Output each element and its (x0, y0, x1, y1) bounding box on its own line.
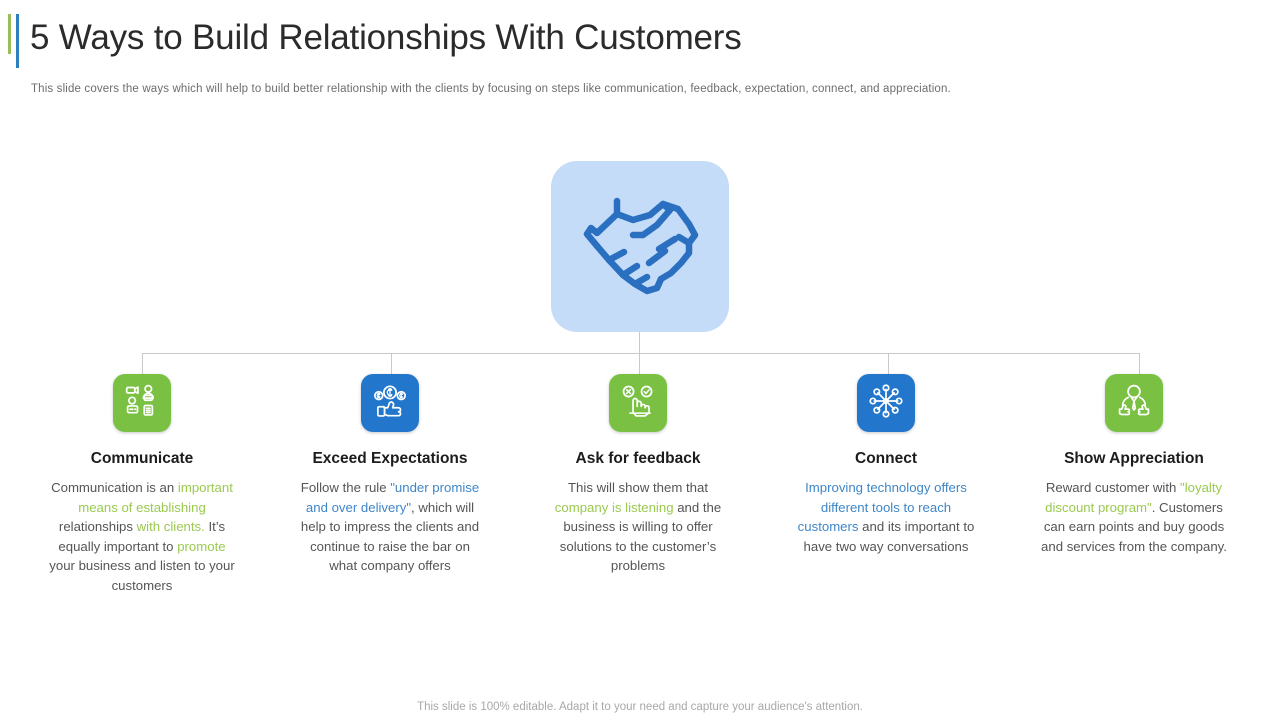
network-hub-icon (868, 383, 904, 424)
title-accent-bars (8, 14, 22, 68)
step-body-2: Follow the rule "under promise and over … (297, 478, 483, 576)
money-thumbsup-icon (372, 383, 408, 424)
step-icon-tile-5[interactable] (1105, 374, 1163, 432)
step-icon-tile-1[interactable] (113, 374, 171, 432)
text-segment: Follow the rule (300, 480, 391, 495)
text-segment: important means of establishing (78, 480, 233, 515)
step-body-4: Improving technology offers different to… (793, 478, 979, 556)
footer-note: This slide is 100% editable. Adapt it to… (417, 701, 863, 713)
step-column-ask-for-feedback: Ask for feedback This will show them tha… (514, 374, 762, 595)
text-segment: "loyalty discount program" (1045, 480, 1223, 515)
text-segment: . Customers can earn points and buy good… (1041, 499, 1227, 554)
person-thumbsup-icon (1116, 383, 1152, 424)
connector-drop-1 (142, 353, 143, 375)
text-segment: and the business is willing to offer sol… (559, 499, 722, 574)
connector-drop-2 (391, 353, 392, 375)
connector-bus (142, 353, 1140, 354)
step-icon-tile-4[interactable] (857, 374, 915, 432)
text-segment: It’s equally important to (58, 519, 226, 554)
connector-drop-3 (639, 353, 640, 375)
text-segment: Communication is an (51, 480, 178, 495)
step-heading-1: Communicate (90, 450, 194, 467)
feedback-hand-icon (620, 383, 656, 424)
communication-people-icon (124, 383, 160, 424)
step-body-1: Communication is an important means of e… (49, 478, 235, 595)
page-title: 5 Ways to Build Relationships With Custo… (30, 18, 742, 57)
step-column-communicate: Communicate Communication is an importan… (18, 374, 266, 595)
text-segment: and its important to have two way conver… (803, 519, 975, 554)
text-segment: Reward customer with (1045, 480, 1181, 495)
text-segment: with clients. (136, 519, 205, 534)
step-heading-5: Show Appreciation (1064, 450, 1204, 467)
step-heading-4: Connect (855, 450, 917, 467)
step-heading-3: Ask for feedback (575, 450, 701, 467)
step-body-5: Reward customer with "loyalty discount p… (1041, 478, 1227, 556)
text-segment: company is listening (554, 499, 674, 515)
connector-drop-5 (1139, 353, 1140, 375)
connector-drop-4 (888, 353, 889, 375)
text-segment: your business and listen to your custome… (49, 558, 235, 593)
step-heading-2: Exceed Expectations (312, 450, 468, 467)
step-column-show-appreciation: Show Appreciation Reward customer with "… (1010, 374, 1258, 595)
step-column-exceed-expectations: Exceed Expectations Follow the rule "und… (266, 374, 514, 595)
connector-stem (639, 332, 640, 354)
accent-bar-green (8, 14, 11, 54)
text-segment: This will show them that (568, 480, 708, 495)
text-segment: "under promise and over delivery" (305, 480, 480, 515)
text-segment: relationships (58, 519, 137, 534)
text-segment: , which will help to impress the clients… (300, 499, 480, 574)
step-column-connect: Connect Improving technology offers diff… (762, 374, 1010, 595)
accent-bar-blue (16, 14, 19, 68)
steps-row: Communicate Communication is an importan… (18, 374, 1262, 595)
step-body-3: This will show them that company is list… (545, 478, 731, 576)
text-segment: Improving technology offers different to… (797, 480, 967, 534)
step-icon-tile-3[interactable] (609, 374, 667, 432)
page-subtitle: This slide covers the ways which will he… (31, 83, 951, 95)
center-hub-tile (551, 161, 729, 332)
text-segment: promote (177, 538, 226, 554)
handshake-icon (551, 187, 729, 305)
step-icon-tile-2[interactable] (361, 374, 419, 432)
